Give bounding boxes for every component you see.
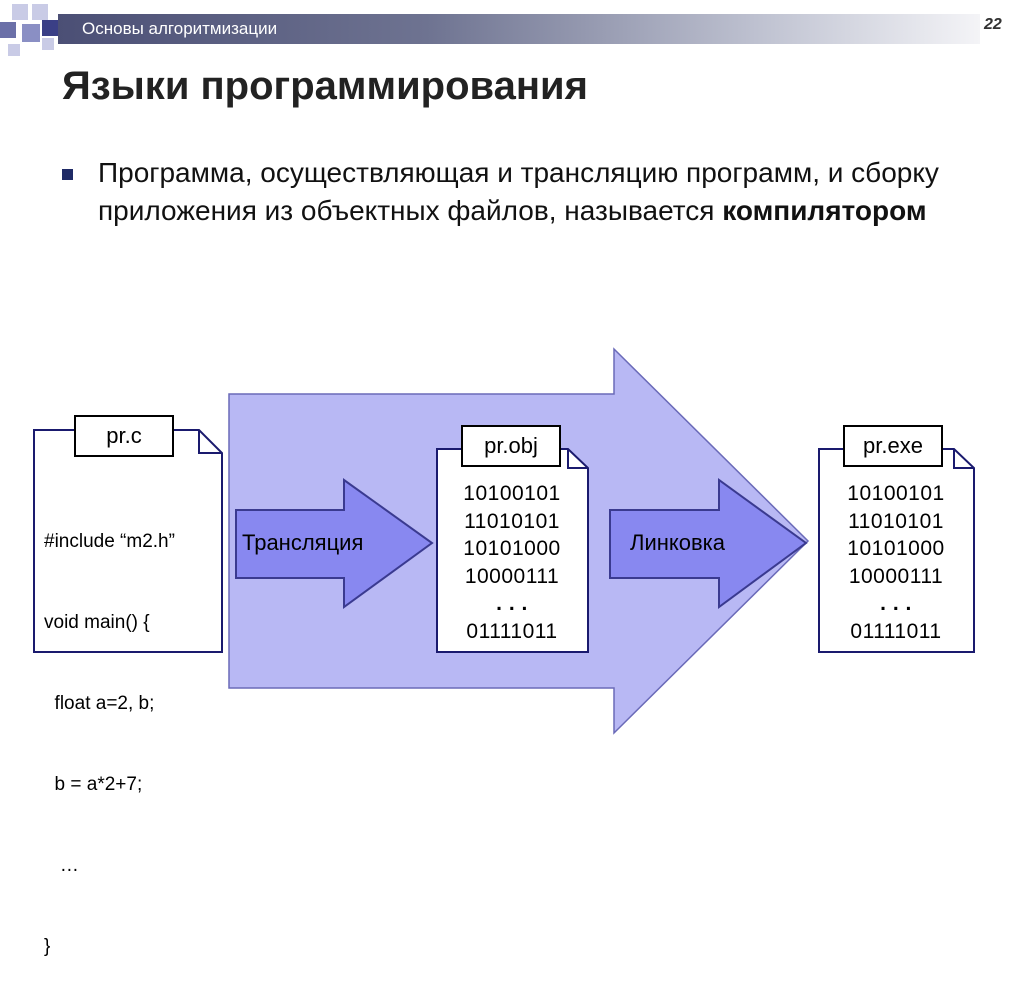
header-band [58, 14, 980, 44]
code-line: float a=2, b; [44, 693, 155, 714]
binary-line: 11010101 [464, 509, 560, 533]
object-file-tag: pr.obj [461, 425, 561, 467]
binary-line: 10000111 [464, 564, 560, 588]
source-file-fold [198, 430, 222, 454]
bullet-text-plain: Программа, осуществляющая и трансляцию п… [98, 157, 939, 226]
bullet-text-bold: компилятором [722, 195, 927, 226]
object-file-fold [567, 449, 588, 469]
exe-file-fold [953, 449, 974, 469]
linking-arrow [609, 478, 808, 609]
diagram-canvas [33, 347, 975, 735]
bullet-marker [62, 169, 73, 180]
exe-binary: 10100101 11010101 10101000 10000111 . . … [836, 480, 956, 645]
header-title: Основы алгоритмизации [82, 19, 278, 38]
linking-label: Линковка [630, 530, 726, 555]
source-code: #include “m2.h” void main() { float a=2,… [44, 474, 175, 987]
binary-line: 10000111 [848, 564, 944, 588]
code-line: … [44, 855, 79, 876]
binary-line: 10100101 [847, 482, 945, 505]
exe-file-tag: pr.exe [843, 425, 943, 467]
code-line: b = a*2+7; [44, 774, 143, 795]
code-line: } [44, 936, 51, 957]
translation-arrow [235, 478, 434, 609]
binary-line: 11010101 [848, 509, 944, 533]
object-binary: 10100101 11010101 10101000 10000111 . . … [452, 480, 572, 645]
binary-line: 01111011 [466, 619, 558, 643]
slide-title: Языки программирования [62, 64, 588, 108]
binary-ellipsis: . . . [496, 592, 528, 615]
source-file-tag: pr.c [74, 415, 174, 457]
bullet-text: Программа, осуществляющая и трансляцию п… [98, 154, 998, 230]
translation-label: Трансляция [242, 530, 364, 555]
page-number: 22 [984, 16, 1002, 33]
code-line: void main() { [44, 612, 150, 633]
binary-line: 10101000 [463, 537, 561, 560]
binary-line: 10100101 [463, 482, 561, 505]
binary-ellipsis: . . . [880, 592, 912, 615]
binary-line: 01111011 [850, 619, 942, 643]
binary-line: 10101000 [847, 537, 945, 560]
code-line: #include “m2.h” [44, 531, 175, 552]
